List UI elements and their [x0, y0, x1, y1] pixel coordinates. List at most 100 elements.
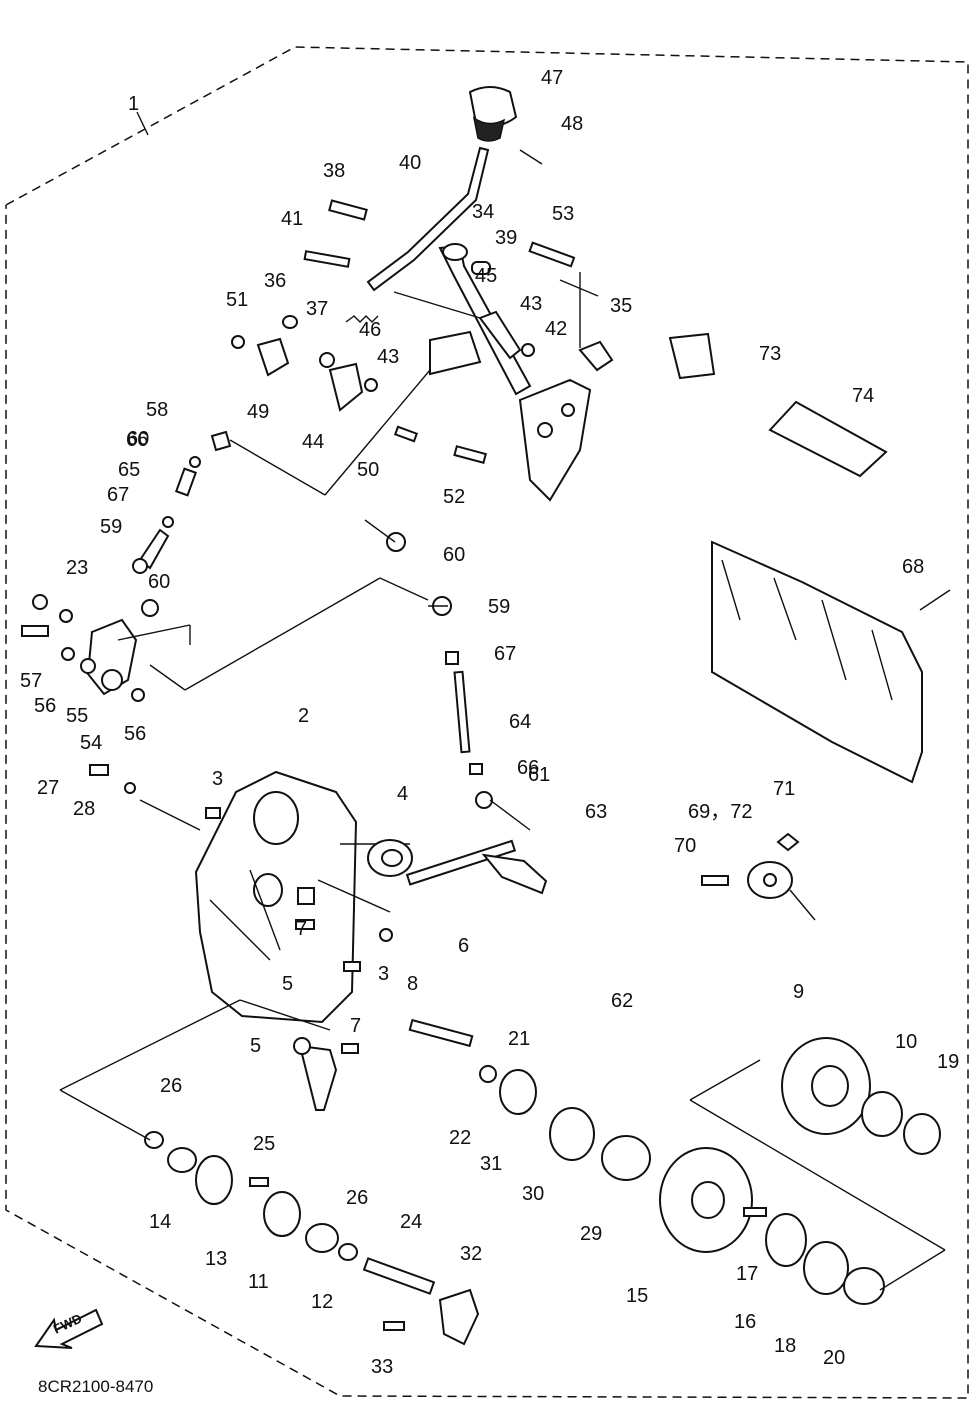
callout-11: 11 [248, 1271, 269, 1293]
callout-24: 24 [400, 1211, 422, 1233]
callout-47: 47 [541, 67, 563, 89]
callout-43: 43 [520, 293, 542, 315]
callout-5: 5 [282, 973, 293, 995]
callout-39: 39 [495, 227, 517, 249]
reference-code: 8CR2100-8470 [38, 1377, 153, 1396]
callout-35: 35 [610, 295, 632, 317]
callout-34: 34 [472, 201, 494, 223]
callout-25: 25 [253, 1133, 275, 1155]
callout-68: 68 [902, 556, 924, 578]
callout-61: 61 [528, 764, 550, 786]
callout-57: 57 [20, 670, 42, 692]
callout-36: 36 [264, 270, 286, 292]
callout-18: 18 [774, 1335, 796, 1357]
callout-31: 31 [480, 1153, 502, 1175]
chaincase-cover [139, 770, 410, 1024]
callout-52: 52 [443, 486, 465, 508]
callout-12: 12 [311, 1291, 333, 1313]
callout-59: 59 [100, 516, 122, 538]
callout-54: 54 [80, 732, 102, 754]
callout-44: 44 [302, 431, 324, 453]
callout-3: 3 [212, 768, 223, 790]
callout-49: 49 [247, 401, 269, 423]
belt-guard [711, 540, 951, 784]
callout-5: 5 [250, 1035, 261, 1057]
assembly-outline [5, 46, 969, 1399]
linkage-left [132, 369, 431, 574]
callout-4: 4 [397, 783, 408, 805]
callout-60: 60 [148, 571, 170, 593]
callout-56: 56 [124, 723, 146, 745]
callout-40: 40 [399, 152, 421, 174]
callout-66: 66 [517, 757, 539, 779]
callout-6: 6 [458, 935, 469, 957]
callout-56: 56 [34, 695, 56, 717]
callout-43: 43 [377, 346, 399, 368]
callout-29: 29 [580, 1223, 602, 1245]
callout-37: 37 [306, 298, 328, 320]
upper-fasteners [231, 199, 576, 552]
callout-20: 20 [823, 1347, 845, 1369]
callout-16: 16 [734, 1311, 756, 1333]
callout-27: 27 [37, 777, 59, 799]
callout-41: 41 [281, 208, 303, 230]
shift-lever [366, 86, 543, 292]
callout-13: 13 [205, 1248, 227, 1270]
shift-bracket [393, 243, 614, 502]
callout-74: 74 [852, 385, 874, 407]
callout-59: 59 [488, 596, 510, 618]
callout-9: 9 [793, 981, 804, 1003]
callout-66: 66 [126, 429, 148, 451]
callout-67: 67 [494, 643, 516, 665]
callout-50: 50 [357, 459, 379, 481]
callout-10: 10 [895, 1031, 917, 1053]
callout-69-72: 69，72 [688, 801, 753, 823]
callout-26: 26 [160, 1075, 182, 1097]
callout-64: 64 [509, 711, 531, 733]
callout-70: 70 [674, 835, 696, 857]
callout-53: 53 [552, 203, 574, 225]
plate-parts [668, 332, 888, 478]
speed-sensor [701, 832, 816, 921]
callout-33: 33 [371, 1356, 393, 1378]
callout-1: 1 [128, 93, 139, 115]
callout-55: 55 [66, 705, 88, 727]
callout-28: 28 [73, 798, 95, 820]
callout-45: 45 [475, 265, 497, 287]
linkage-middle [428, 596, 531, 831]
callout-8: 8 [407, 973, 418, 995]
callout-26: 26 [346, 1187, 368, 1209]
callout-65: 65 [118, 459, 140, 481]
callout-23: 23 [66, 557, 88, 579]
callout-22: 22 [449, 1127, 471, 1149]
callout-2: 2 [298, 705, 309, 727]
callout-58: 58 [146, 399, 168, 421]
callout-62: 62 [611, 990, 633, 1012]
callout-19: 19 [937, 1051, 959, 1073]
callout-46: 46 [359, 319, 381, 341]
callout-60: 60 [443, 544, 465, 566]
callout-71: 71 [773, 778, 795, 800]
callout-17: 17 [736, 1263, 758, 1285]
callout-42: 42 [545, 318, 567, 340]
fwd-arrow-icon: FWD [34, 1308, 104, 1349]
callout-7: 7 [296, 918, 307, 940]
shift-shaft [405, 839, 548, 895]
callout-30: 30 [522, 1183, 544, 1205]
bearing [367, 839, 413, 877]
callout-48: 48 [561, 113, 583, 135]
callout-7: 7 [350, 1015, 361, 1037]
callout-51: 51 [226, 289, 248, 311]
left-bracket [21, 577, 429, 702]
callout-63: 63 [585, 801, 607, 823]
callout-14: 14 [149, 1211, 171, 1233]
callout-67: 67 [107, 484, 129, 506]
callout-32: 32 [460, 1243, 482, 1265]
callout-38: 38 [323, 160, 345, 182]
callout-15: 15 [626, 1285, 648, 1307]
callout-73: 73 [759, 343, 781, 365]
callout-21: 21 [508, 1028, 530, 1050]
